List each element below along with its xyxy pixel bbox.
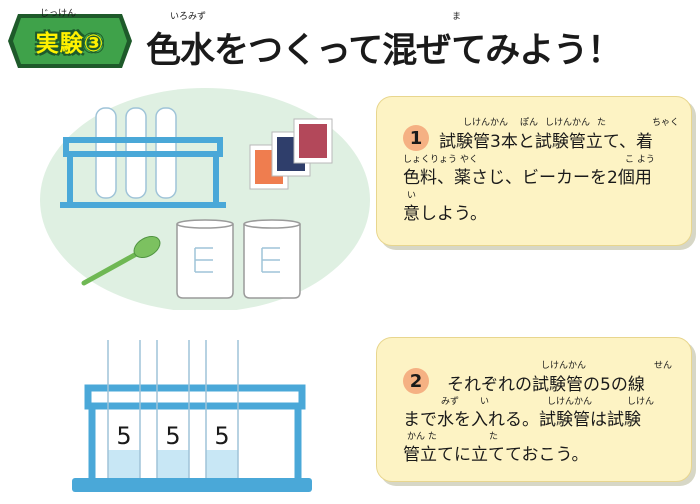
supplies-illustration — [40, 88, 370, 310]
test-tube-rack — [60, 137, 226, 208]
tube-mark-label: 5 — [116, 422, 131, 450]
step-1-number: 1 — [403, 125, 429, 151]
step-2-ruby: しけんかん — [541, 361, 587, 371]
step-2-ruby: かん た — [407, 432, 437, 442]
step-1-ruby: い — [407, 191, 417, 201]
step-2-line-3: 管立てに立てておこう。 — [403, 445, 589, 465]
step-1-card: 1 試験管3本と試験管立て、着 色料、薬さじ、ビーカーを2個用 意しよう。 しけ… — [376, 96, 692, 246]
tube-wall — [156, 340, 190, 478]
filled-tubes-illustration: 5 5 5 — [72, 340, 312, 492]
title-ruby-iromizu: いろみず — [170, 12, 207, 22]
step-2-card: 2 それぞれの試験管の5の線 まで水を入れる。試験管は試験 管立てに立てておこう… — [376, 337, 692, 482]
step-2-ruby: せん — [654, 361, 673, 371]
test-tube-1: 5 — [107, 340, 141, 478]
tube-label-panel — [209, 412, 235, 450]
step-1-ruby: しょくりょう — [403, 155, 458, 165]
experiment-badge: 実験③ — [6, 12, 134, 70]
test-tube-3: 5 — [205, 340, 239, 478]
step-1-ruby: ぽん — [520, 118, 539, 128]
step-2-ruby: しけん — [627, 397, 655, 407]
tube-mark-label: 5 — [214, 422, 229, 450]
step-2-ruby: みず — [441, 397, 460, 407]
step-1-line-1: 試験管3本と試験管立て、着 — [439, 132, 653, 152]
step-1-ruby: た — [597, 118, 607, 128]
title-ruby-ma: ま — [452, 12, 462, 22]
tube-wall — [107, 340, 141, 478]
step-2-number: 2 — [403, 368, 429, 394]
step-1-ruby: ちゃく — [652, 118, 680, 128]
beaker-2 — [243, 219, 301, 299]
tube-label-panel — [160, 412, 186, 450]
tube-water — [206, 450, 238, 478]
colorant-packets — [249, 118, 333, 190]
badge-shape — [8, 14, 132, 68]
step-1-line-2: 色料、薬さじ、ビーカーを2個用 — [403, 168, 652, 188]
tube-water — [108, 450, 140, 478]
step-2-line-2: まで水を入れる。試験管は試験 — [403, 410, 641, 430]
beaker-1 — [176, 219, 234, 299]
step-2-ruby: い — [480, 397, 490, 407]
step-2-line-1: それぞれの試験管の5の線 — [447, 375, 645, 395]
chip-red — [299, 124, 327, 158]
step-1-line-3: 意しよう。 — [403, 204, 487, 224]
tube-rack-bottom — [84, 384, 306, 484]
tube-label-panel — [111, 412, 137, 450]
tube-wall — [205, 340, 239, 478]
step-1-ruby: しけんかん — [463, 118, 509, 128]
tube-mark-label: 5 — [165, 422, 180, 450]
spatula — [81, 236, 161, 286]
rack-base — [72, 478, 312, 492]
step-1-ruby: やく — [460, 155, 479, 165]
badge-ruby: じっけん — [40, 9, 77, 19]
step-2-ruby: た — [489, 432, 499, 442]
step-2-ruby: しけんかん — [547, 397, 593, 407]
page-title: 色水をつくって混ぜてみよう！ — [146, 31, 622, 71]
badge-label: 実験③ — [35, 31, 105, 57]
step-1-ruby: しけんかん — [545, 118, 591, 128]
step-1-ruby: こ よう — [625, 155, 655, 165]
test-tube-2: 5 — [156, 340, 190, 478]
tube-water — [157, 450, 189, 478]
